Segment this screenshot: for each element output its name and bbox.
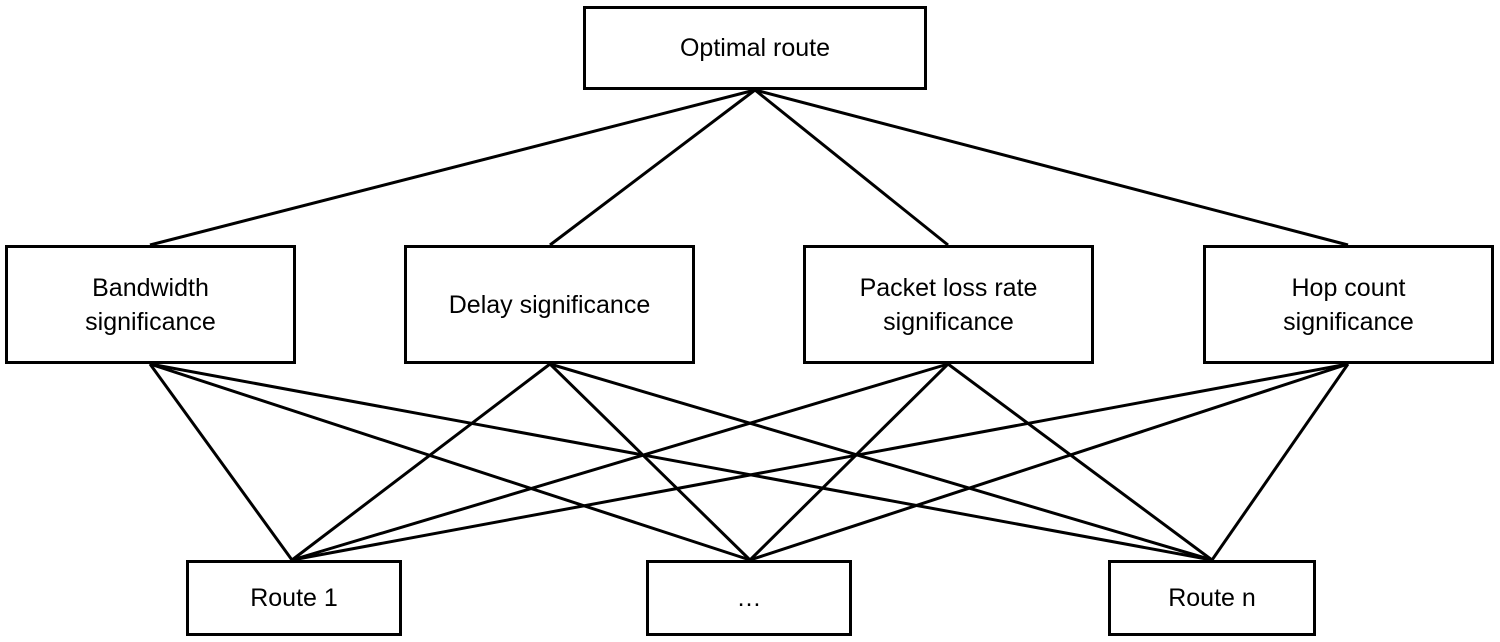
edge-criterion-3-alt-1: [291, 362, 949, 562]
criterion-box-bandwidth: Bandwidth significance: [5, 245, 296, 364]
criterion-label-line-2: significance: [1283, 307, 1414, 336]
edge-criterion-4-alt-1: [291, 362, 1349, 562]
edge-criterion-3-alt-3: [947, 362, 1213, 562]
edge-goal-criterion-3: [754, 88, 949, 247]
edge-criterion-2-alt-3: [549, 362, 1213, 562]
edge-goal-criterion-4: [754, 88, 1349, 247]
alternative-box-ellipsis: …: [646, 560, 852, 636]
criterion-label-line-1: Bandwidth: [92, 273, 209, 302]
edge-criterion-2-alt-2: [548, 362, 752, 562]
edge-goal-criterion-1: [149, 88, 756, 247]
criterion-label: Hop count significance: [1283, 271, 1414, 339]
edge-criterion-1-alt-1: [148, 363, 294, 561]
edge-criterion-3-alt-2: [748, 362, 950, 562]
criterion-label: Delay significance: [449, 288, 651, 322]
criterion-label-line-1: Packet loss rate: [859, 273, 1038, 302]
goal-box: Optimal route: [583, 6, 927, 90]
criterion-label-line-2: significance: [85, 307, 216, 336]
criterion-box-hop-count: Hop count significance: [1203, 245, 1494, 364]
edge-goal-criterion-2: [549, 88, 756, 247]
goal-label: Optimal route: [679, 34, 831, 62]
alternative-box-route-n: Route n: [1108, 560, 1316, 636]
criterion-label-line-2: significance: [883, 307, 1014, 336]
alternative-label: Route n: [1168, 584, 1256, 612]
alternative-box-route-1: Route 1: [186, 560, 402, 636]
alternative-label: …: [736, 584, 762, 612]
edge-criterion-4-alt-2: [749, 362, 1349, 562]
alternative-label: Route 1: [250, 584, 338, 612]
criterion-box-packet-loss: Packet loss rate significance: [803, 245, 1094, 364]
criterion-box-delay: Delay significance: [404, 245, 695, 364]
edge-criterion-4-alt-3: [1210, 363, 1350, 561]
edge-criterion-2-alt-1: [291, 362, 551, 562]
criterion-label-line-1: Delay significance: [448, 290, 651, 319]
criterion-label: Bandwidth significance: [85, 271, 216, 339]
criterion-label: Packet loss rate significance: [860, 271, 1038, 339]
edge-criterion-1-alt-2: [149, 362, 751, 562]
edge-criterion-1-alt-3: [149, 362, 1213, 562]
criterion-label-line-1: Hop count: [1291, 273, 1406, 302]
